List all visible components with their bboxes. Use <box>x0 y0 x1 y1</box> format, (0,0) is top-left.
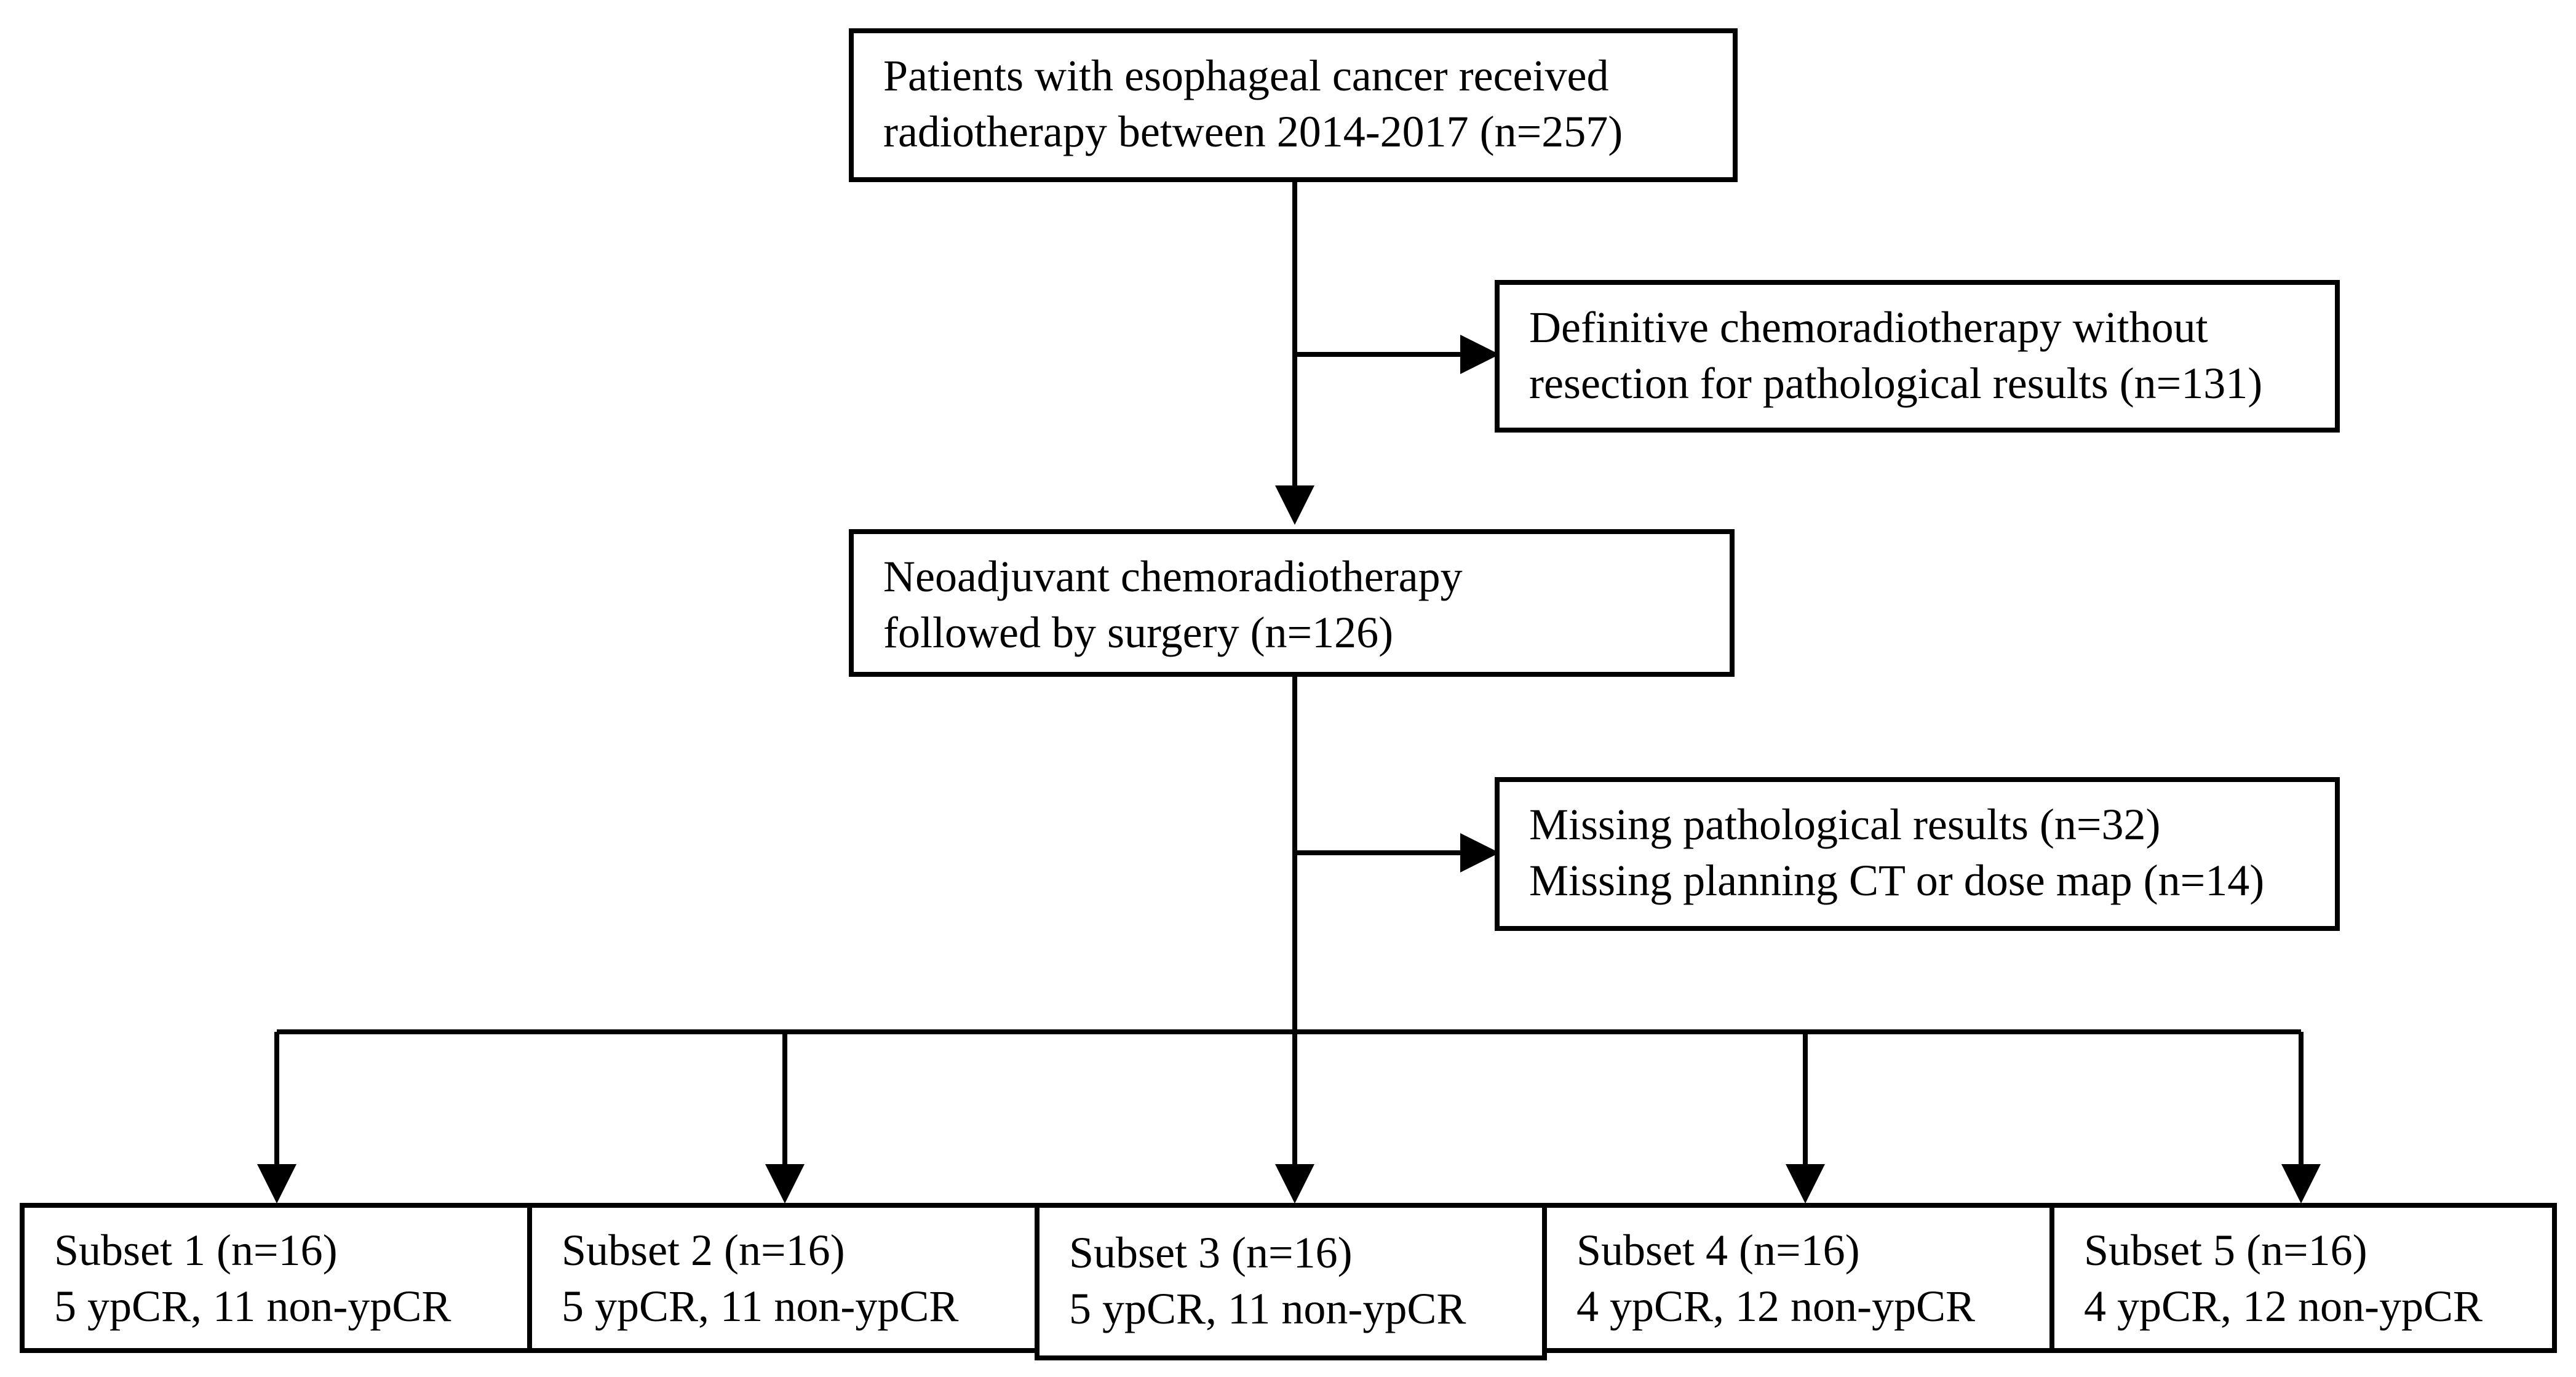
subset-box-1: Subset 1 (n=16) 5 ypCR, 11 non-ypCR <box>20 1203 532 1353</box>
subset-box-2: Subset 2 (n=16) 5 ypCR, 11 non-ypCR <box>527 1203 1040 1353</box>
subset-3-detail: 5 ypCR, 11 non-ypCR <box>1069 1284 1466 1333</box>
subset-4-detail: 4 ypCR, 12 non-ypCR <box>1576 1282 1976 1331</box>
subset-2-detail: 5 ypCR, 11 non-ypCR <box>562 1282 959 1331</box>
subset-5-detail: 4 ypCR, 12 non-ypCR <box>2084 1282 2483 1331</box>
included-box: Neoadjuvant chemoradiotherapy followed b… <box>849 529 1735 677</box>
exclusion1-box-line-1: Definitive chemoradiotherapy without <box>1529 303 2208 352</box>
start-box-line-1: Patients with esophageal cancer received <box>883 51 1609 100</box>
subset-box-3: Subset 3 (n=16) 5 ypCR, 11 non-ypCR <box>1035 1203 1547 1360</box>
subset-2-title: Subset 2 (n=16) <box>562 1226 845 1275</box>
subset-1-title: Subset 1 (n=16) <box>54 1226 338 1275</box>
included-box-line-2: followed by surgery (n=126) <box>883 608 1394 657</box>
exclusion1-box-line-2: resection for pathological results (n=13… <box>1529 359 2263 408</box>
subset-box-5: Subset 5 (n=16) 4 ypCR, 12 non-ypCR <box>2049 1203 2557 1353</box>
subset-box-4: Subset 4 (n=16) 4 ypCR, 12 non-ypCR <box>1542 1203 2054 1353</box>
subset-4-title: Subset 4 (n=16) <box>1576 1226 1860 1275</box>
exclusion2-box-line-1: Missing pathological results (n=32) <box>1529 800 2161 849</box>
subset-3-title: Subset 3 (n=16) <box>1069 1228 1353 1277</box>
subset-1-detail: 5 ypCR, 11 non-ypCR <box>54 1282 451 1331</box>
included-box-line-1: Neoadjuvant chemoradiotherapy <box>883 552 1463 601</box>
exclusion2-box-line-2: Missing planning CT or dose map (n=14) <box>1529 856 2265 905</box>
exclusion1-box: Definitive chemoradiotherapy without res… <box>1495 280 2340 433</box>
subset-5-title: Subset 5 (n=16) <box>2084 1226 2367 1275</box>
start-box: Patients with esophageal cancer received… <box>849 28 1738 182</box>
exclusion2-box: Missing pathological results (n=32) Miss… <box>1495 777 2340 931</box>
start-box-line-2: radiotherapy between 2014-2017 (n=257) <box>883 107 1623 156</box>
